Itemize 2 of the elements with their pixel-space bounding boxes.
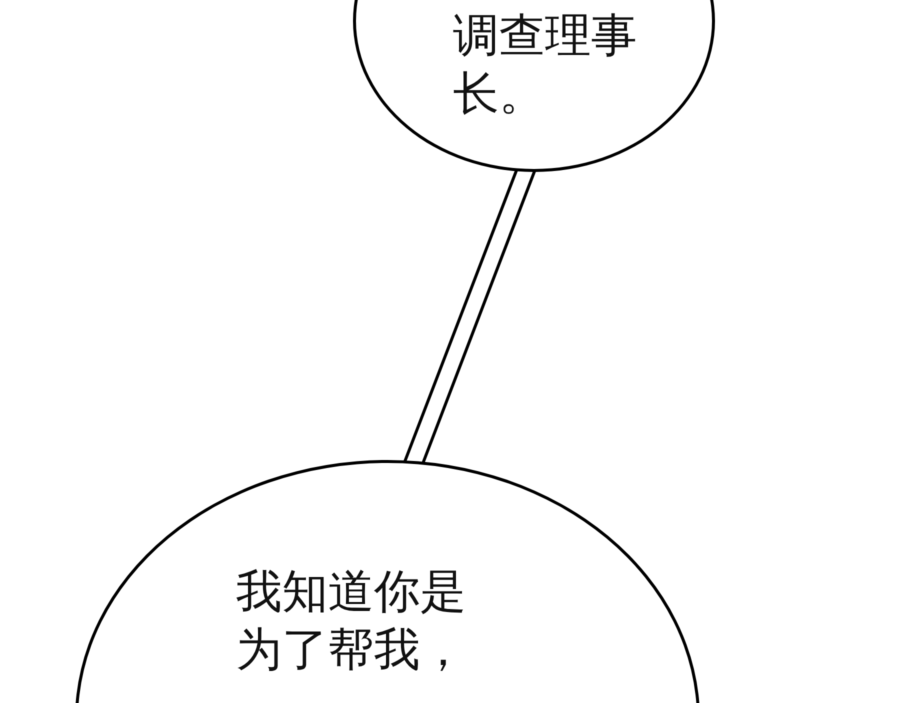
speech-text: 我知道你是为了帮我， [236, 563, 467, 678]
speech-text: 调查理事长。 [453, 7, 638, 122]
